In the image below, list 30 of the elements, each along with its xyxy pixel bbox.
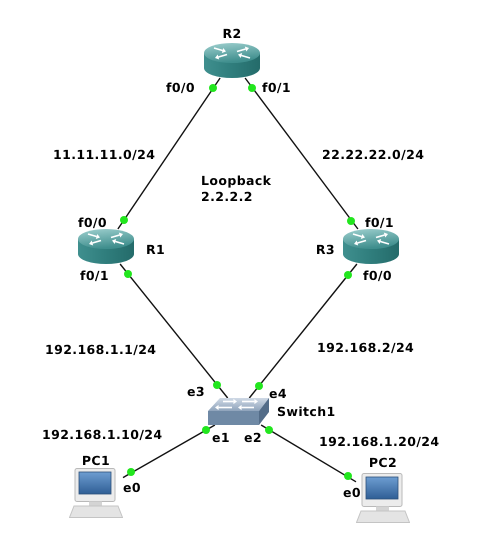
ip-address-label: 192.168.1.20/24: [319, 434, 440, 450]
device-name: PC1: [82, 454, 110, 467]
port-label: f0/0: [78, 215, 107, 231]
port-label: e0: [123, 480, 141, 496]
subnet-label: 11.11.11.0/24: [53, 147, 156, 163]
port-label: e1: [212, 430, 230, 446]
port-label: e4: [269, 386, 287, 402]
link-line: [244, 78, 358, 230]
link-line: [122, 424, 216, 478]
device-name: R1: [146, 242, 166, 258]
port-label: f0/1: [365, 215, 394, 231]
subnet-label: 192.168.1.1/24: [45, 342, 156, 358]
device-name: R3: [316, 242, 335, 258]
port-label: f0/1: [262, 80, 291, 96]
device-name: Switch1: [277, 404, 336, 420]
subnet-label: 192.168.2/24: [317, 340, 414, 356]
port-label: f0/1: [80, 268, 109, 284]
link-line: [248, 264, 358, 398]
link-line: [120, 264, 228, 398]
port-label: f0/0: [363, 268, 392, 284]
port-label: e2: [244, 430, 262, 446]
device-name: PC2: [368, 456, 398, 469]
port-label: e0: [343, 485, 361, 501]
port-label: f0/0: [166, 80, 195, 96]
port-label: e3: [187, 384, 205, 400]
link-line: [260, 424, 356, 482]
loopback-label: Loopback 2.2.2.2: [201, 173, 272, 205]
ip-address-label: 192.168.1.10/24: [42, 427, 162, 443]
device-name: R2: [222, 26, 242, 42]
subnet-label: 22.22.22.0/24: [322, 147, 424, 163]
